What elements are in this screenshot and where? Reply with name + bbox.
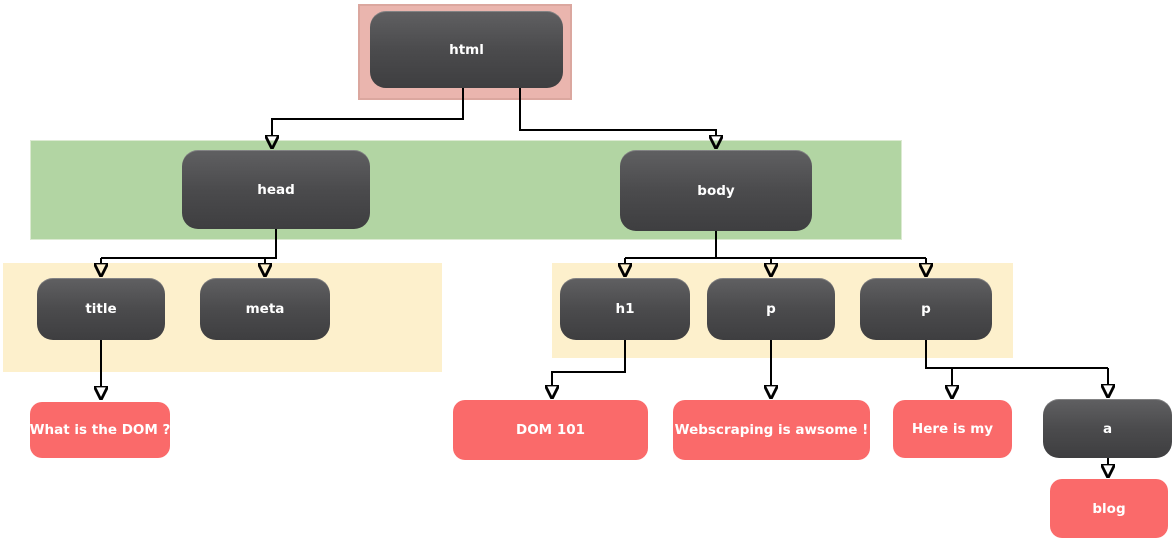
text-node-here-is-my: Here is my xyxy=(893,400,1012,458)
node-p-second: p xyxy=(860,278,992,340)
text-node-dom-101: DOM 101 xyxy=(453,400,648,460)
node-a: a xyxy=(1043,399,1172,458)
text-node-webscraping: Webscraping is awsome ! xyxy=(673,400,870,460)
node-html: html xyxy=(370,11,563,88)
node-h1: h1 xyxy=(560,278,690,340)
node-body: body xyxy=(620,150,812,231)
node-title: title xyxy=(37,278,165,340)
node-p-first: p xyxy=(707,278,835,340)
node-meta: meta xyxy=(200,278,330,340)
text-node-what-is-the-dom: What is the DOM ? xyxy=(30,402,170,458)
node-head: head xyxy=(182,150,370,229)
text-node-blog: blog xyxy=(1050,479,1168,538)
